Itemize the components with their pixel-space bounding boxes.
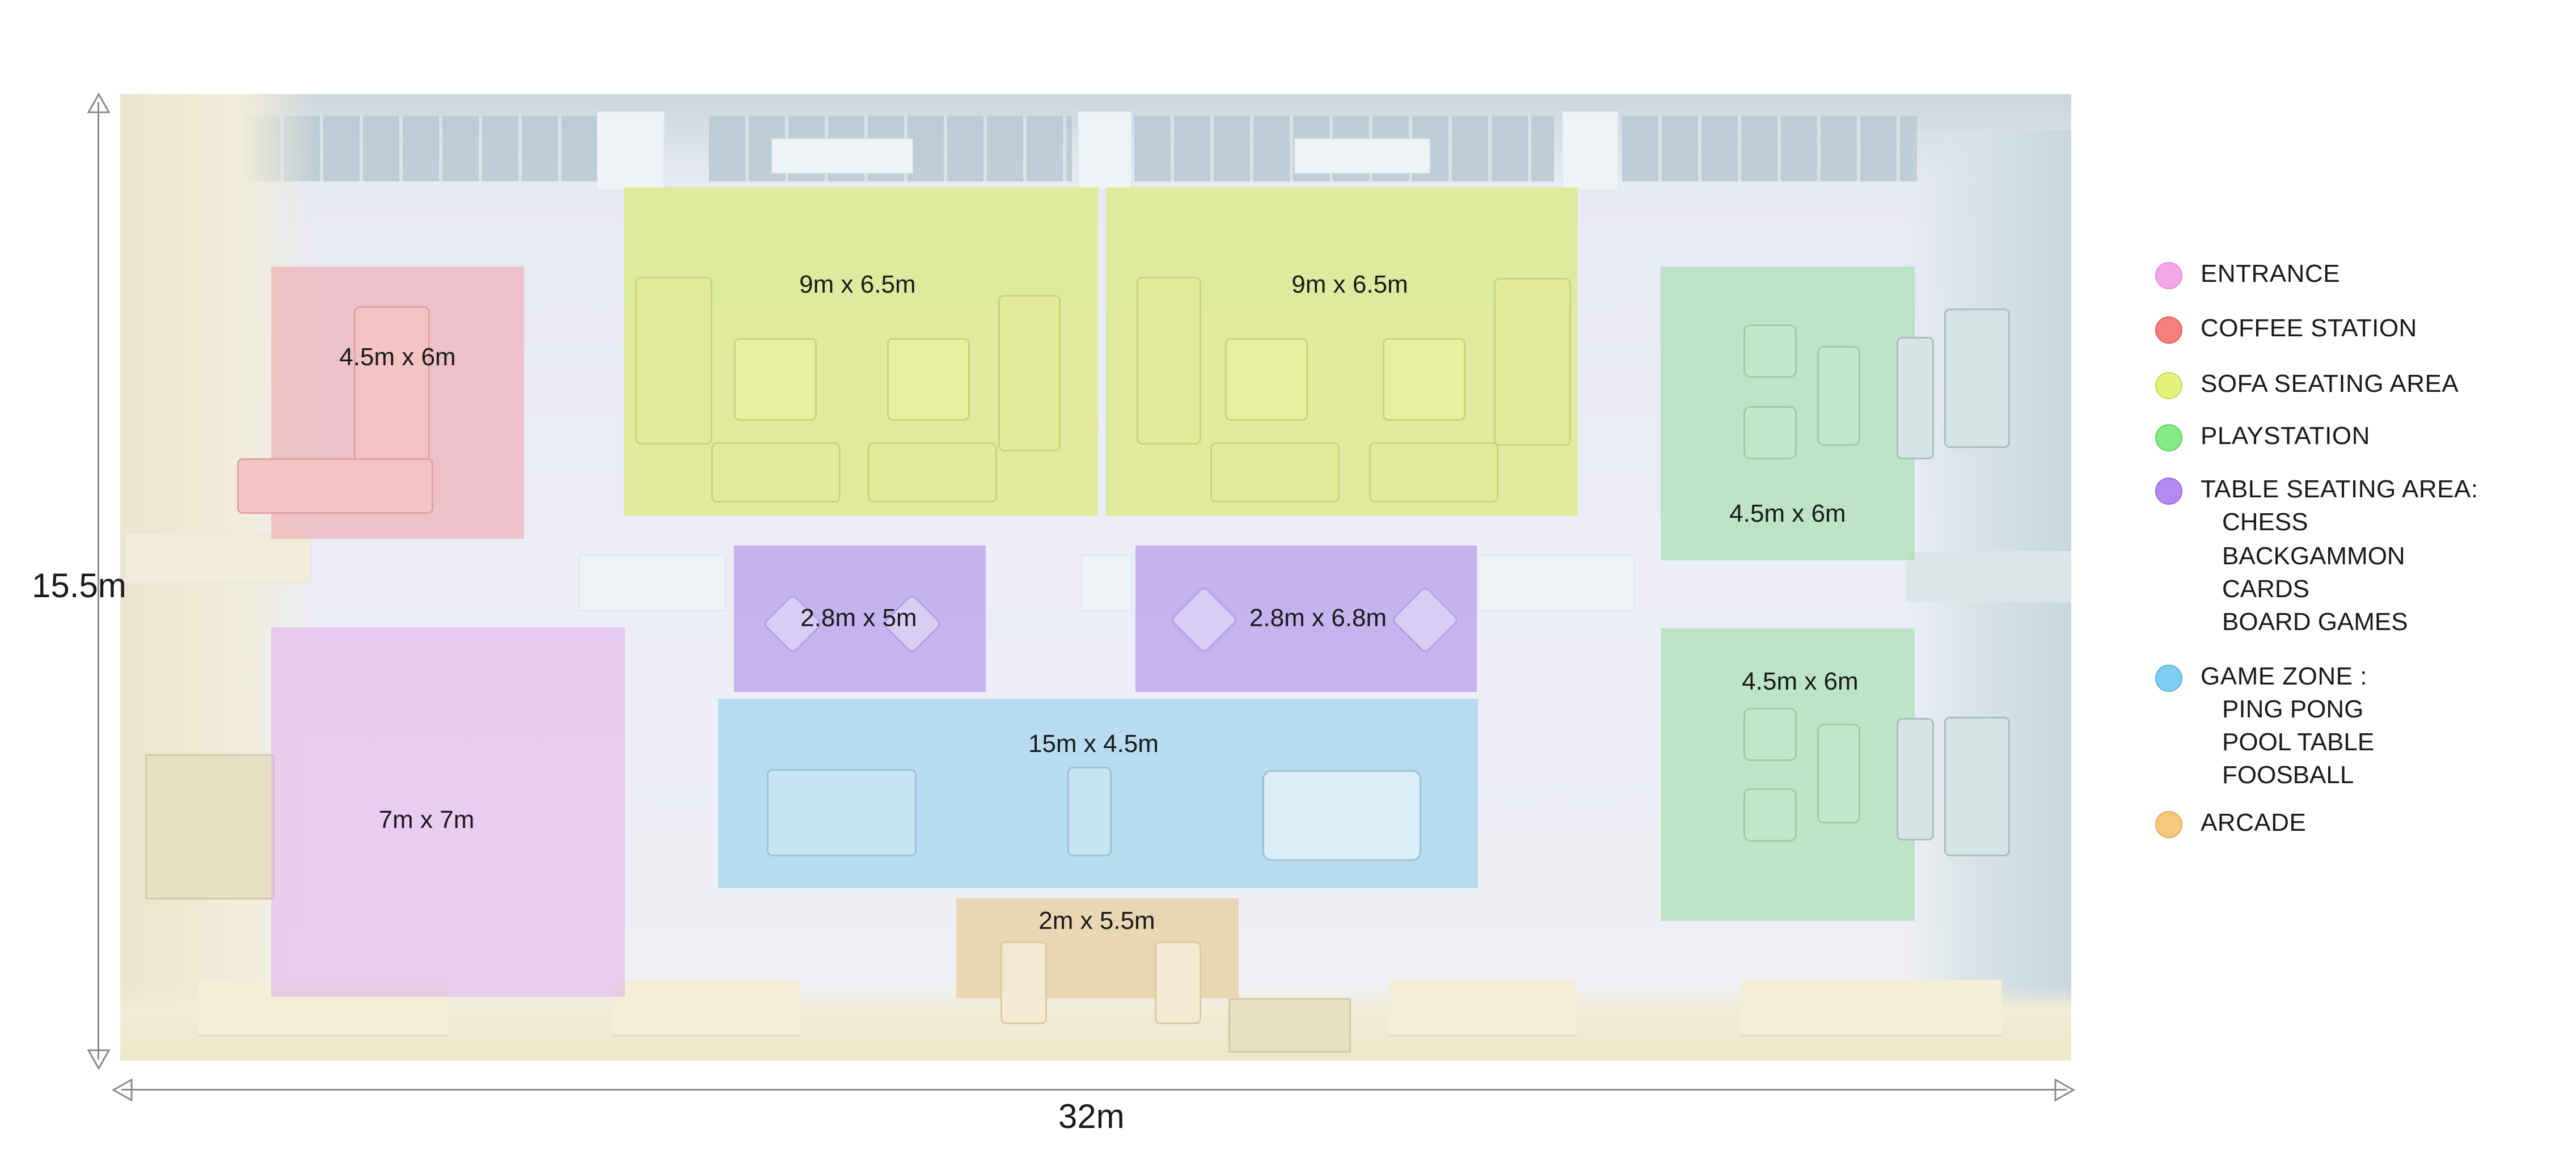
coffee-table [1383, 338, 1466, 421]
sofa [635, 277, 712, 445]
legend-swatch [2155, 262, 2182, 289]
gaming-chair [1743, 324, 1797, 378]
legend-sub-item: CHESS [2222, 508, 2308, 536]
zone-label: 7m x 7m [378, 806, 475, 834]
height-dimension-label: 15.5m [32, 567, 126, 605]
legend-label: COFFEE STATION [2201, 314, 2417, 342]
partition-wall [125, 533, 312, 584]
coffee-table [734, 338, 817, 421]
partition-wall [1906, 551, 2071, 602]
ceiling-light [1294, 138, 1430, 174]
sofa [998, 295, 1061, 451]
stairs [1741, 980, 2002, 1037]
pillar [597, 111, 665, 191]
arrow-right-icon [2054, 1078, 2075, 1102]
sofa [868, 442, 997, 502]
zone-label: 2.8m x 5m [800, 604, 917, 632]
legend-label: SOFA SEATING AREA [2201, 370, 2459, 398]
ping-pong-table [767, 769, 917, 856]
zone-label: 2.8m x 6.8m [1249, 604, 1387, 632]
sofa [711, 442, 841, 502]
gaming-chair [1743, 788, 1797, 842]
window-strip [1622, 116, 1917, 181]
pillar [1562, 111, 1619, 191]
legend-sub-item: PING PONG [2222, 695, 2364, 723]
playstation-zone-bottom [1661, 628, 1915, 921]
legend-swatch [2155, 316, 2182, 344]
stairs [1390, 980, 1577, 1037]
legend-swatch [2155, 665, 2182, 692]
legend-sub-item: BOARD GAMES [2222, 608, 2408, 636]
legend-swatch [2155, 811, 2182, 838]
zone-label: 4.5m x 6m [339, 343, 456, 371]
coffee-counter [237, 458, 433, 514]
sofa [1369, 442, 1498, 502]
partition-wall [578, 555, 726, 611]
arcade-machine [1000, 941, 1047, 1024]
legend-label: ARCADE [2201, 809, 2307, 836]
legend-swatch [2155, 478, 2182, 505]
entrance-zone [271, 627, 625, 997]
ceiling-light [771, 138, 913, 174]
zone-label: 9m x 6.5m [1291, 271, 1408, 298]
legend-label: ENTRANCE [2201, 260, 2341, 288]
legend-label: TABLE SEATING AREA: [2201, 475, 2478, 503]
legend-sub-item: FOOSBALL [2222, 761, 2354, 789]
arcade-machine [1155, 941, 1201, 1024]
zone-label: 2m x 5.5m [1038, 907, 1155, 935]
zone-label: 9m x 6.5m [799, 271, 916, 298]
legend-swatch [2155, 424, 2182, 451]
pillar [1078, 111, 1132, 191]
foosball-table [1067, 767, 1112, 856]
bottom-door [1228, 998, 1351, 1053]
tv-stand [1897, 337, 1934, 459]
legend-sub-item: POOL TABLE [2222, 728, 2375, 756]
gaming-chair [1743, 406, 1797, 459]
zone-label: 4.5m x 6m [1729, 500, 1846, 527]
tv-screen [1944, 717, 2010, 856]
legend-sub-item: BACKGAMMON [2222, 542, 2405, 570]
partition-wall [1478, 555, 1635, 611]
coffee-table [1225, 338, 1308, 421]
sofa [1210, 442, 1340, 502]
zone-label: 15m x 4.5m [1028, 730, 1159, 758]
legend-swatch [2155, 372, 2182, 399]
gaming-chair [1743, 708, 1797, 761]
height-dimension-line [98, 102, 99, 1059]
arrow-down-icon [87, 1049, 111, 1070]
legend-label: GAME ZONE : [2201, 662, 2367, 690]
width-dimension-line [121, 1089, 2067, 1091]
arrow-up-icon [87, 93, 111, 113]
sofa [1137, 277, 1201, 445]
tv-stand [1897, 718, 1934, 840]
width-dimension-label: 32m [1058, 1097, 1125, 1135]
arrow-left-icon [112, 1078, 133, 1102]
legend-label: PLAYSTATION [2201, 422, 2370, 450]
zone-label: 4.5m x 6m [1742, 667, 1859, 695]
sofa [1494, 278, 1571, 446]
side-table [1817, 724, 1860, 823]
pool-table [1262, 770, 1421, 861]
partition-wall [1081, 555, 1132, 611]
stairs [613, 980, 800, 1037]
entrance-door [145, 754, 275, 899]
tv-screen [1944, 309, 2010, 448]
side-table [1817, 346, 1860, 446]
legend-sub-item: CARDS [2222, 575, 2310, 603]
coffee-table [887, 338, 970, 421]
